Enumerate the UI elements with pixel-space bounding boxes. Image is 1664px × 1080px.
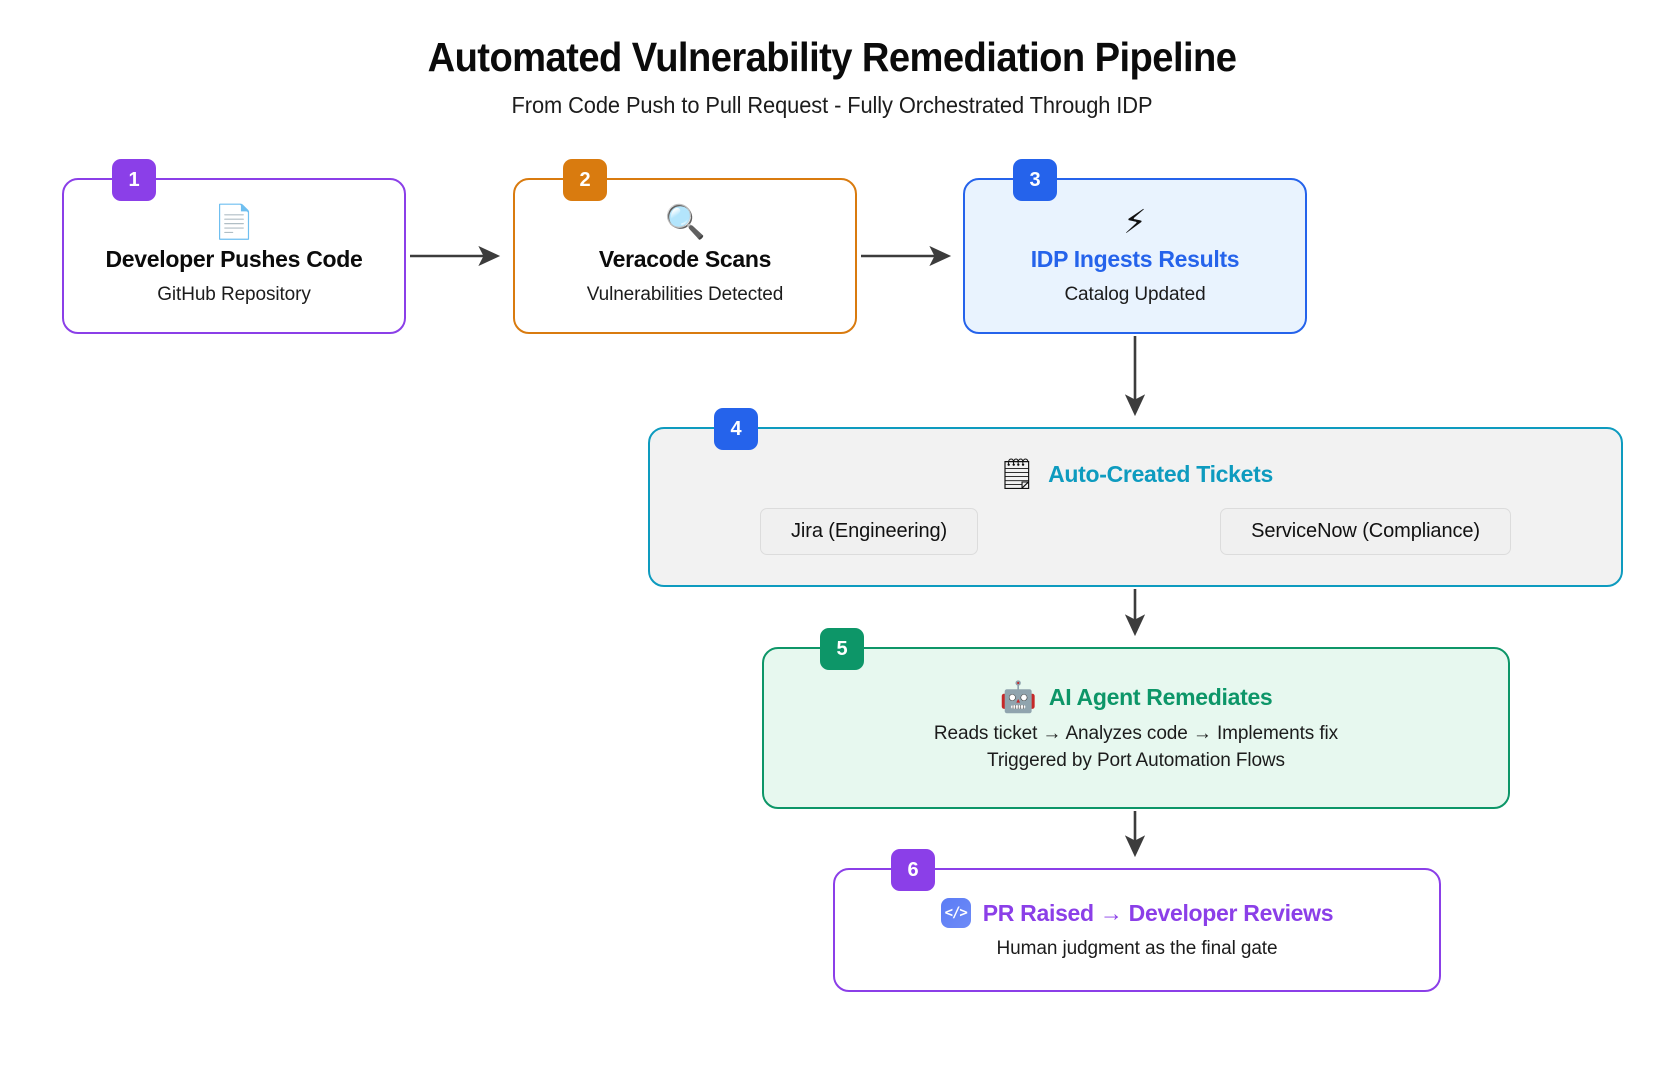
step-title-row: 🤖 AI Agent Remediates	[1000, 683, 1273, 713]
lightning-bolt-icon: ⚡	[1123, 202, 1147, 242]
step-badge-4: 4	[714, 408, 758, 450]
step-title: AI Agent Remediates	[1048, 684, 1273, 711]
page-subtitle: From Code Push to Pull Request - Fully O…	[511, 91, 1153, 118]
step-subtitle: Human judgment as the final gate	[996, 938, 1278, 960]
step-node-idp-ingests-results[interactable]: 3 ⚡ IDP Ingests Results Catalog Updated	[963, 159, 1307, 334]
step-badge-6: 6	[891, 849, 935, 891]
step-node-ai-agent-remediates[interactable]: 5 🤖 AI Agent Remediates Reads ticket → A…	[762, 628, 1510, 809]
ticket-system-pills: Jira (Engineering) ServiceNow (Complianc…	[760, 507, 1511, 555]
step-node-auto-created-tickets[interactable]: 4 🗒 Auto-Created Tickets Jira (Engineeri…	[648, 408, 1623, 587]
step-title: Developer Pushes Code	[105, 246, 363, 273]
robot-icon: 🤖	[999, 680, 1037, 716]
step-node-pr-raised-developer-reviews[interactable]: 6 </> PR Raised → Developer Reviews Huma…	[833, 849, 1441, 992]
step-subtitle-line-2: Triggered by Port Automation Flows	[987, 749, 1285, 771]
step-title: Veracode Scans	[598, 246, 772, 273]
notepad-icon: 🗒	[997, 456, 1037, 492]
step-title: IDP Ingests Results	[1030, 246, 1240, 273]
step-subtitle: Vulnerabilities Detected	[586, 283, 784, 305]
diagram-header: Automated Vulnerability Remediation Pipe…	[0, 34, 1664, 119]
code-document-icon: 📄	[213, 202, 255, 242]
step-subtitle-line-1: Reads ticket → Analyzes code → Implement…	[933, 723, 1339, 745]
magnifying-glass-icon: 🔍	[664, 202, 706, 242]
step-badge-1: 1	[112, 159, 156, 201]
code-brackets-icon: </>	[940, 898, 971, 929]
step-node-veracode-scans[interactable]: 2 🔍 Veracode Scans Vulnerabilities Detec…	[513, 159, 857, 334]
step-title-row: 🗒 Auto-Created Tickets	[997, 456, 1273, 492]
step-badge-3: 3	[1013, 159, 1057, 201]
page-title: Automated Vulnerability Remediation Pipe…	[427, 34, 1237, 80]
pill-jira[interactable]: Jira (Engineering)	[760, 507, 979, 555]
step-badge-2: 2	[563, 159, 607, 201]
step-subtitle: GitHub Repository	[157, 283, 311, 305]
step-title-row: </> PR Raised → Developer Reviews	[940, 898, 1334, 929]
step-badge-5: 5	[820, 628, 864, 670]
step-node-developer-pushes-code[interactable]: 1 📄 Developer Pushes Code GitHub Reposit…	[62, 159, 406, 334]
step-subtitle: Catalog Updated	[1064, 283, 1206, 305]
step-title: PR Raised → Developer Reviews	[982, 899, 1334, 926]
pill-servicenow[interactable]: ServiceNow (Compliance)	[1220, 507, 1511, 555]
step-title: Auto-Created Tickets	[1048, 460, 1273, 487]
